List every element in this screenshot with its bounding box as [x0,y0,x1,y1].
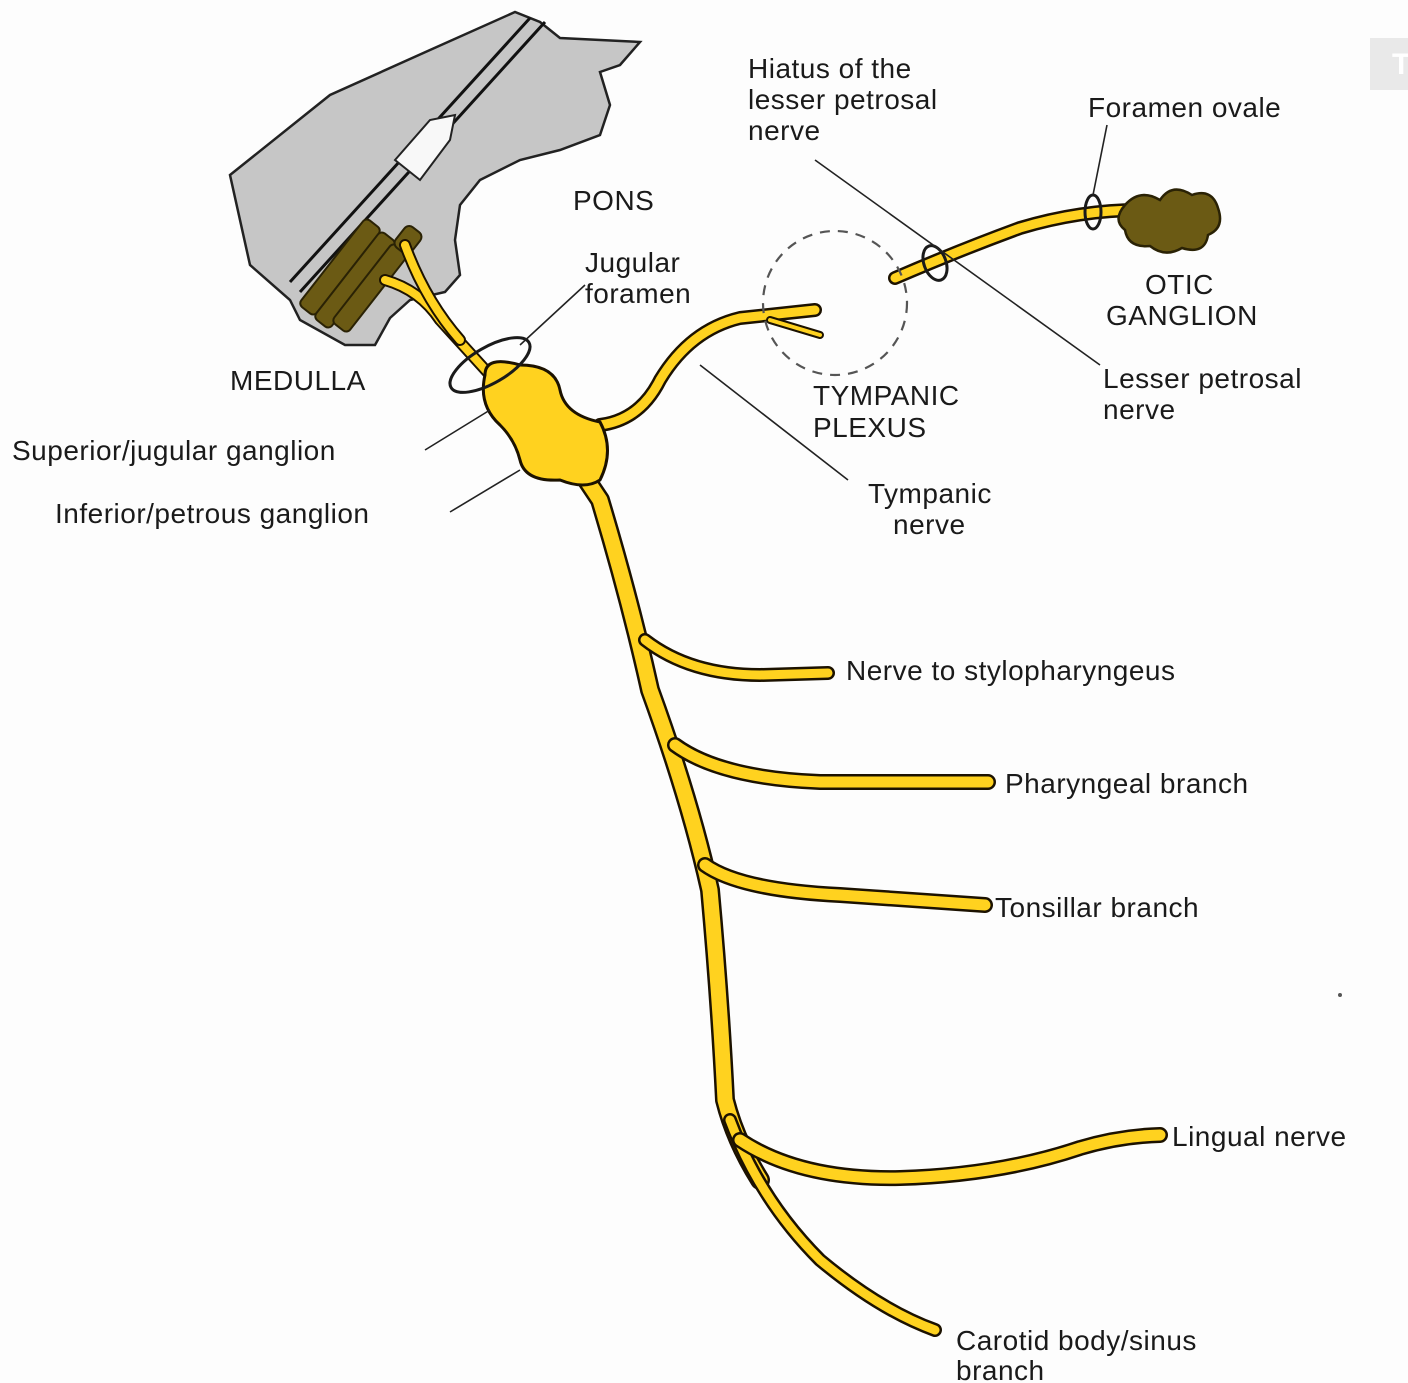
label-pharyngeal: Pharyngeal branch [1005,768,1249,799]
label-pons: PONS [573,185,654,216]
label-foramen-ovale: Foramen ovale [1088,92,1281,123]
label-stylopharyngeus: Nerve to stylopharyngeus [846,655,1176,686]
stray-dot [1338,993,1342,997]
leader-jugular [520,285,585,345]
label-lesser-1: Lesser petrosal [1103,363,1302,394]
leader-hiatus-lesser [815,160,1100,365]
label-lingual: Lingual nerve [1172,1121,1347,1152]
brainstem-shape [230,12,640,345]
label-tympanic-plexus-1: TYMPANIC [813,380,960,411]
label-superior-ganglion: Superior/jugular ganglion [12,435,336,466]
label-inferior-ganglion: Inferior/petrous ganglion [55,498,369,529]
leader-foramen-ovale [1093,125,1107,195]
label-tympanic-plexus-2: PLEXUS [813,412,927,443]
label-tympanic-nerve-1: Tympanic [868,478,992,509]
leader-superior [425,410,490,450]
label-carotid-1: Carotid body/sinus [956,1325,1197,1356]
label-tympanic-nerve-2: nerve [893,509,966,540]
label-hiatus-1: Hiatus of the [748,53,912,84]
leader-inferior [450,470,520,512]
label-hiatus-3: nerve [748,115,821,146]
label-tonsillar: Tonsillar branch [995,892,1199,923]
label-otic-1: OTIC [1145,269,1214,300]
label-jugular-1: Jugular [585,247,680,278]
brainstem [230,12,640,345]
label-carotid-2: branch [956,1355,1045,1383]
tympanic-plexus-circle [763,231,907,375]
label-lesser-2: nerve [1103,394,1176,425]
otic-ganglion [1119,190,1221,253]
label-jugular-2: foramen [585,278,691,309]
label-otic-2: GANGLION [1106,300,1258,331]
label-hiatus-2: lesser petrosal [748,84,938,115]
label-medulla: MEDULLA [230,365,366,396]
